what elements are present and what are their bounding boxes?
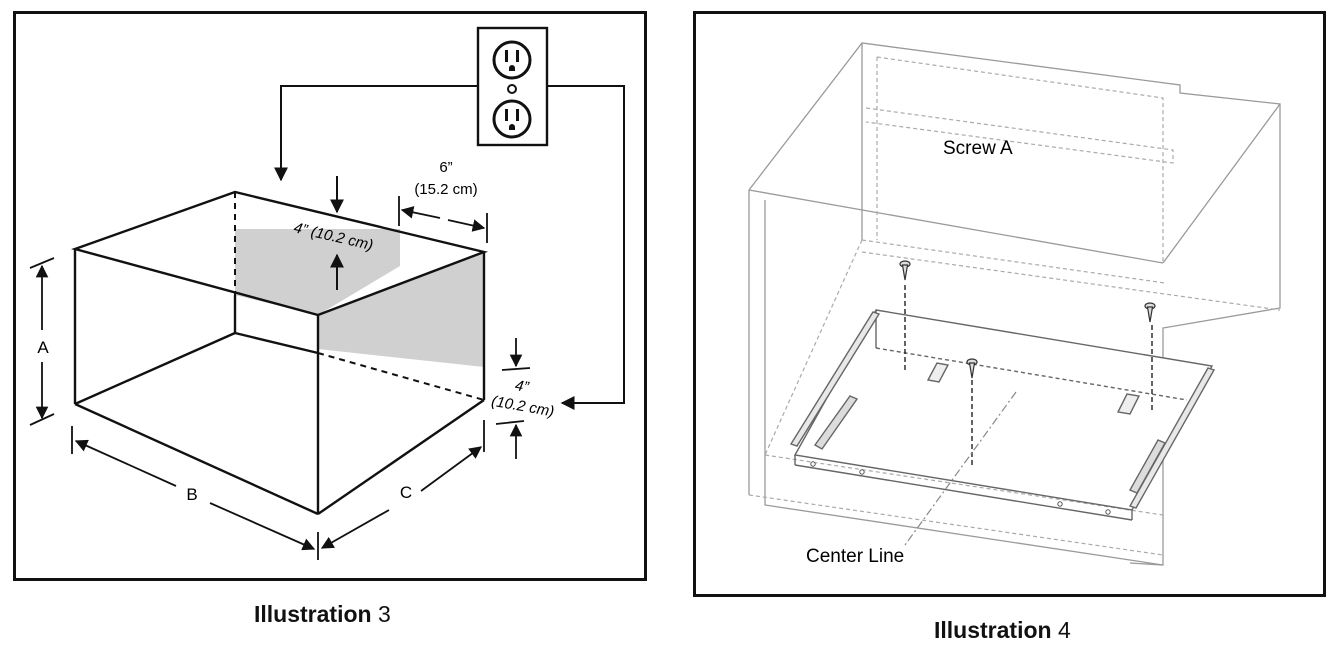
tray-holes <box>810 461 1111 515</box>
dimension-b <box>71 426 319 560</box>
illustration-4-drawing: Screw A Center Line <box>748 42 1281 567</box>
screw-a-label: Screw A <box>943 138 1013 159</box>
label-c: C <box>400 483 412 502</box>
right-gap-inches: 4” <box>514 377 531 396</box>
power-cord-lines <box>274 85 625 410</box>
illustration-3-drawing: A B C 6” (15.2 cm) 4” (10 <box>29 26 625 560</box>
dimension-right-gap <box>495 338 531 459</box>
electrical-outlet-icon <box>476 26 549 147</box>
side-gap-cm: (15.2 cm) <box>414 181 477 198</box>
cabinet-outline <box>748 42 1281 566</box>
cabinet-box <box>70 190 489 516</box>
hidden-cabinet-lines <box>748 56 1281 556</box>
back-clearance-shading <box>235 229 400 315</box>
illustration-3-caption: Illustration 3 <box>254 601 391 627</box>
mounting-tray <box>789 309 1216 521</box>
dimension-c <box>320 420 485 549</box>
dimension-side-gap <box>398 196 488 243</box>
center-line-label: Center Line <box>806 546 904 567</box>
side-gap-inches: 6” <box>439 159 452 176</box>
illustration-4-caption: Illustration 4 <box>934 617 1071 643</box>
label-a: A <box>37 338 49 357</box>
right-gap-cm: (10.2 cm) <box>490 393 555 421</box>
side-clearance-shading <box>318 253 484 367</box>
dimension-a <box>29 257 55 426</box>
label-b: B <box>186 485 197 504</box>
screw-icon <box>899 260 1156 379</box>
hidden-edges <box>234 192 485 401</box>
